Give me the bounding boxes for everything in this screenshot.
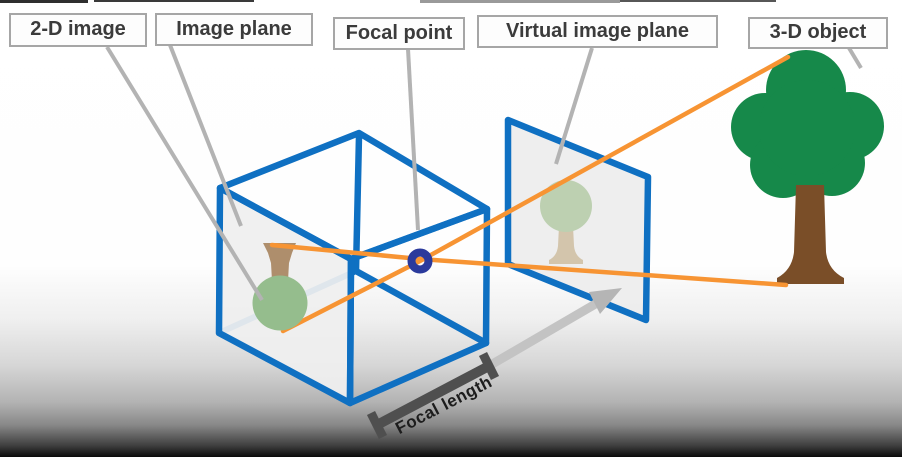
focal-length-cap-left: [366, 410, 388, 440]
top-edge-artifact: [620, 0, 776, 2]
leader-virtual-image-plane: [554, 47, 594, 165]
leader-focal-point: [406, 48, 420, 231]
cube-edge-back-vertical: [352, 132, 363, 275]
leader-image-plane: [168, 44, 243, 227]
focal-point-ring: [407, 248, 433, 274]
label-image-plane: Image plane: [155, 13, 313, 46]
top-edge-artifact: [420, 0, 620, 3]
cube-right-face: [346, 205, 491, 407]
tree-trunk: [777, 185, 844, 284]
virtual-tree-trunk: [549, 226, 583, 264]
label-focal-point: Focal point: [333, 17, 465, 50]
top-edge-artifact: [94, 0, 254, 2]
label-3d-object: 3-D object: [748, 17, 888, 49]
virtual-tree-canopy: [540, 180, 592, 232]
inverted-tree-trunk: [263, 243, 296, 281]
label-virtual-image-plane: Virtual image plane: [477, 15, 718, 48]
light-ray-bottom: [269, 242, 789, 288]
tree-canopy: [731, 50, 884, 198]
leader-2d-image: [105, 45, 264, 302]
top-edge-artifact: [0, 0, 88, 3]
leader-3d-object: [847, 46, 863, 70]
inverted-tree-canopy: [252, 275, 308, 331]
label-2d-image: 2-D image: [9, 13, 147, 47]
focal-length-arrowhead: [589, 288, 622, 314]
focal-length-shaft: [486, 295, 607, 370]
focal-length-cap-right: [478, 351, 500, 381]
focal-length-bar: [374, 361, 492, 430]
